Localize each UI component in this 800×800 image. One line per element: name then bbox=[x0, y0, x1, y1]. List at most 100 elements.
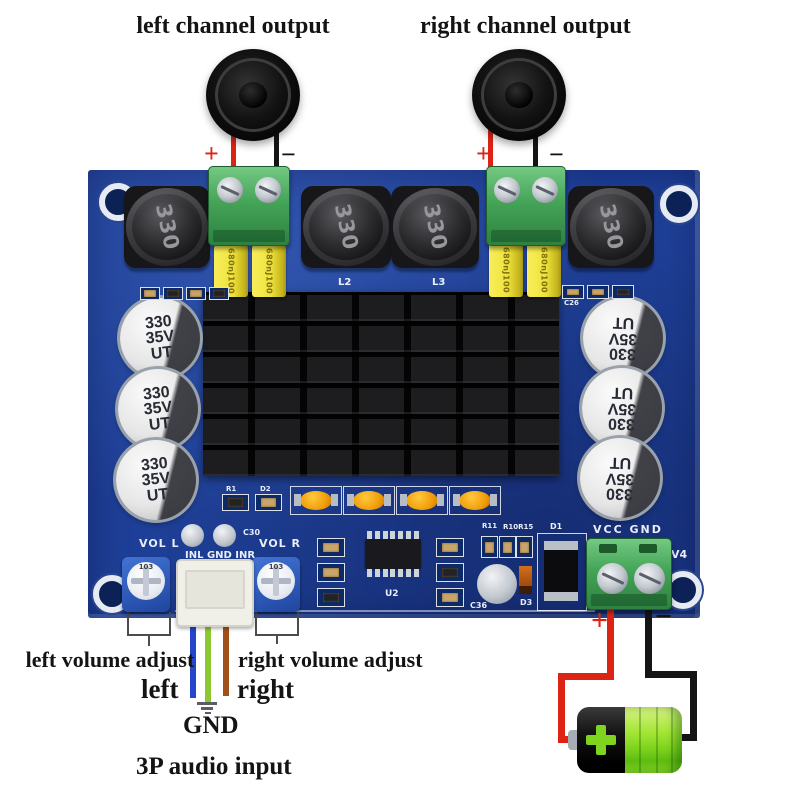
silkscreen-vol-r: VOL R bbox=[259, 537, 301, 550]
audio-input-connector bbox=[176, 559, 254, 627]
silkscreen-l3: L3 bbox=[432, 277, 446, 288]
ecap-series: UT bbox=[612, 314, 635, 332]
right-volume-pot: 103 bbox=[252, 557, 300, 612]
left-speaker-positive-wire bbox=[231, 130, 236, 192]
terminal-screw bbox=[597, 563, 628, 594]
battery-body bbox=[623, 707, 682, 773]
ecap-series: UT bbox=[611, 384, 634, 402]
left-output-terminal bbox=[208, 166, 290, 246]
minus-sign: − bbox=[549, 140, 564, 169]
mounting-hole bbox=[660, 185, 698, 223]
silkscreen-c30: C30 bbox=[243, 528, 261, 537]
smd-resistor bbox=[163, 287, 183, 300]
right-input-wire bbox=[223, 598, 229, 696]
inductor-value: 330 bbox=[150, 201, 184, 253]
inductor-value: 330 bbox=[594, 201, 628, 253]
plus-sign: + bbox=[591, 604, 609, 637]
right-speaker-positive-wire bbox=[488, 130, 493, 192]
left-pot-bracket bbox=[169, 612, 171, 636]
smd-resistor bbox=[562, 285, 584, 299]
inductor-value: 330 bbox=[418, 201, 452, 253]
silkscreen-l2: L2 bbox=[338, 277, 352, 288]
pot-dial: 103 bbox=[257, 562, 295, 600]
left-wire-label: left bbox=[141, 674, 179, 704]
left-speaker-negative-wire bbox=[274, 126, 279, 192]
inductor: 330 bbox=[568, 186, 654, 268]
ecap-value: 330 bbox=[608, 344, 637, 363]
audio-input-label: 3P audio input bbox=[136, 753, 292, 780]
film-cap-value: 680nJ100 bbox=[264, 247, 274, 295]
ecap-series: UT bbox=[609, 454, 632, 472]
right-pot-bracket bbox=[255, 612, 257, 636]
right-speaker bbox=[472, 49, 566, 141]
filter-bead bbox=[449, 486, 501, 515]
silkscreen-vcc-gnd: VCC GND bbox=[593, 523, 663, 536]
smd-resistor bbox=[317, 538, 345, 557]
left-pot-bracket bbox=[148, 634, 150, 646]
right-pot-bracket bbox=[276, 634, 278, 644]
left-pot-bracket bbox=[127, 612, 129, 636]
ecap-series: UT bbox=[150, 343, 174, 363]
silkscreen-d2: D2 bbox=[260, 485, 271, 493]
silkscreen-r11: R11 bbox=[482, 522, 498, 530]
battery-negative-wire bbox=[645, 600, 652, 678]
left-volume-adjust-label: left volume adjust bbox=[25, 647, 195, 672]
silkscreen-input-pins: INL GND INR bbox=[185, 550, 256, 561]
silkscreen-d1: D1 bbox=[550, 522, 563, 531]
plus-sign: + bbox=[204, 139, 219, 168]
left-speaker bbox=[206, 49, 300, 141]
ecap-series: UT bbox=[146, 485, 170, 505]
pot-dial: 103 bbox=[127, 562, 165, 600]
smd-resistor bbox=[481, 536, 498, 558]
inductor-value: 330 bbox=[329, 201, 363, 253]
smd-resistor bbox=[612, 285, 634, 299]
smd-resistor bbox=[436, 588, 464, 607]
inductor: 330 bbox=[301, 186, 391, 268]
smd-resistor bbox=[317, 563, 345, 582]
ecap-value: 330 bbox=[605, 484, 634, 503]
right-output-terminal bbox=[486, 166, 566, 246]
silkscreen-vol-l: VOL L bbox=[139, 537, 180, 550]
battery-positive-wire bbox=[558, 673, 565, 743]
battery-plus-icon bbox=[596, 725, 606, 755]
smd-diode bbox=[255, 494, 282, 511]
battery-negative-wire bbox=[690, 671, 697, 741]
diode-d3 bbox=[519, 566, 532, 594]
minus-sign: − bbox=[281, 140, 296, 169]
ground-icon bbox=[197, 702, 217, 705]
smd-resistor bbox=[209, 287, 229, 300]
battery bbox=[568, 707, 682, 773]
filter-bead bbox=[343, 486, 395, 515]
pot-value: 103 bbox=[268, 563, 284, 571]
battery-positive-wire bbox=[607, 600, 614, 680]
smd-resistor bbox=[516, 536, 533, 558]
smd-resistor bbox=[499, 536, 516, 558]
diode-d1 bbox=[537, 533, 587, 611]
ground-icon bbox=[201, 707, 213, 710]
small-capacitor bbox=[181, 524, 204, 547]
round-capacitor-c36 bbox=[477, 564, 517, 604]
film-cap-value: 680nJ100 bbox=[501, 246, 511, 294]
small-capacitor bbox=[213, 524, 236, 547]
right-pot-bracket bbox=[297, 612, 299, 636]
ecap-series: UT bbox=[148, 414, 172, 434]
left-volume-pot: 103 bbox=[122, 557, 170, 612]
pot-value: 103 bbox=[138, 563, 154, 571]
terminal-screw bbox=[255, 177, 281, 203]
left-channel-output-label: left channel output bbox=[136, 13, 330, 39]
filter-bead bbox=[290, 486, 342, 515]
inductor: 330 bbox=[391, 186, 479, 268]
smd-resistor bbox=[436, 563, 464, 582]
right-volume-adjust-label: right volume adjust bbox=[238, 647, 423, 672]
battery-cap bbox=[577, 707, 625, 773]
battery-positive-wire bbox=[558, 673, 614, 680]
filter-bead bbox=[396, 486, 448, 515]
smd-resistor bbox=[436, 538, 464, 557]
silkscreen-v4: V4 bbox=[671, 548, 688, 561]
ecap-value: 330 bbox=[607, 414, 636, 433]
